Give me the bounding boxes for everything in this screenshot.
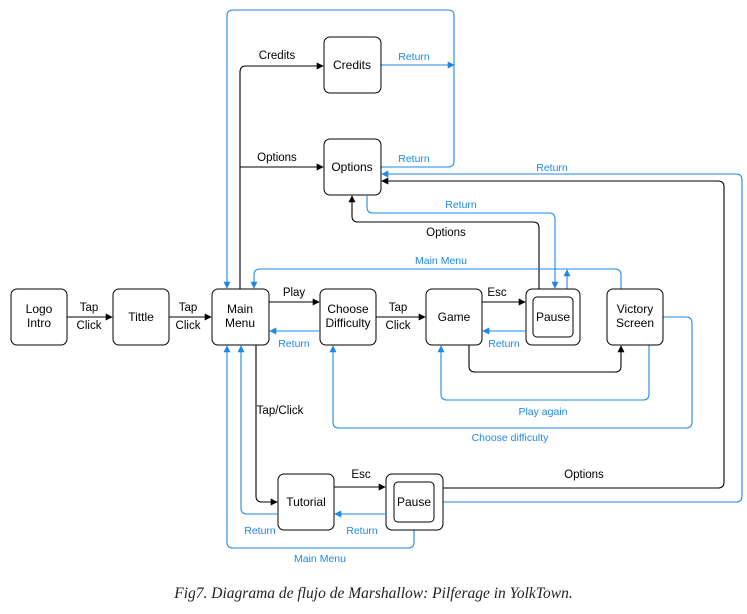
node-logo-intro-line1: Logo <box>26 302 53 316</box>
edge-main-menu-to-tutorial <box>255 345 278 506</box>
edge-game-to-victory <box>468 345 625 373</box>
label-tap-1: Tap <box>80 302 99 314</box>
label-tap-3: Tap <box>389 302 408 314</box>
node-tutorial-label: Tutorial <box>286 495 326 509</box>
node-game: Game <box>425 288 483 346</box>
label-return-credits: Return <box>398 51 430 63</box>
edge-main-menu-to-credits <box>239 62 324 289</box>
node-options-label: Options <box>331 160 372 174</box>
label-options-tutorial-pause: Options <box>564 469 604 481</box>
node-tutorial: Tutorial <box>277 473 335 531</box>
label-options-pause: Options <box>426 227 466 239</box>
edge-options-return <box>223 9 455 289</box>
edge-victory-choose-difficulty <box>329 316 693 429</box>
label-main-menu-top: Main Menu <box>415 255 467 267</box>
node-victory-screen-line1: Victory <box>617 302 653 316</box>
label-return-tutorial-pause: Return <box>346 525 378 537</box>
edge-tutorial-pause-main-menu <box>223 345 415 549</box>
node-main-menu-line2: Menu <box>225 316 255 330</box>
edge-options-return-to-pause <box>366 196 559 289</box>
edge-victory-play-again <box>437 345 650 401</box>
label-return-options-long: Return <box>536 162 568 174</box>
label-esc-tutorial: Esc <box>351 469 370 481</box>
figure-caption: Fig7. Diagrama de flujo de Marshallow: P… <box>174 585 573 602</box>
label-return-pause-game: Return <box>488 338 520 350</box>
node-choose-difficulty-line1: Choose <box>327 302 369 316</box>
label-click-3: Click <box>386 320 411 332</box>
label-return-difficulty: Return <box>278 338 310 350</box>
node-pause-tutorial-label: Pause <box>397 495 431 509</box>
node-pause-game-label: Pause <box>536 310 570 324</box>
label-tap-click-tutorial: Tap/Click <box>257 405 304 417</box>
label-main-menu-bottom: Main Menu <box>294 553 346 565</box>
label-click-2: Click <box>176 320 201 332</box>
node-tittle: Tittle <box>112 288 170 346</box>
label-return-options-pause: Return <box>445 199 477 211</box>
node-game-label: Game <box>438 310 471 324</box>
edge-options-return-long <box>381 170 743 503</box>
node-choose-difficulty-line2: Difficulty <box>325 316 370 330</box>
node-pause-game: Pause <box>525 288 581 346</box>
node-logo-intro-line2: Intro <box>27 316 51 330</box>
label-click-1: Click <box>77 320 102 332</box>
node-logo-intro: Logo Intro <box>10 288 68 346</box>
label-return-options: Return <box>398 153 430 165</box>
label-return-tutorial: Return <box>244 525 276 537</box>
label-options-menu: Options <box>257 152 297 164</box>
node-tittle-label: Tittle <box>128 310 154 324</box>
label-play: Play <box>283 287 306 299</box>
label-credits: Credits <box>259 50 296 62</box>
node-pause-tutorial: Pause <box>385 473 444 531</box>
node-options: Options <box>323 138 382 196</box>
label-tap-2: Tap <box>179 302 198 314</box>
node-credits: Credits <box>323 36 382 94</box>
node-victory-screen-line2: Screen <box>616 316 654 330</box>
node-main-menu: Main Menu <box>211 288 270 346</box>
label-choose-difficulty: Choose difficulty <box>472 432 550 444</box>
node-main-menu-line1: Main <box>227 302 253 316</box>
edge-victory-to-main-menu <box>250 268 622 289</box>
label-esc-game: Esc <box>487 287 506 299</box>
edge-tutorial-return-main-menu <box>237 345 277 515</box>
edge-pause-to-options <box>348 195 540 289</box>
edge-tutorial-pause-to-options <box>381 177 725 489</box>
node-victory-screen: Victory Screen <box>606 288 664 346</box>
node-choose-difficulty: Choose Difficulty <box>319 288 377 346</box>
node-credits-label: Credits <box>333 58 371 72</box>
label-play-again: Play again <box>518 406 567 418</box>
